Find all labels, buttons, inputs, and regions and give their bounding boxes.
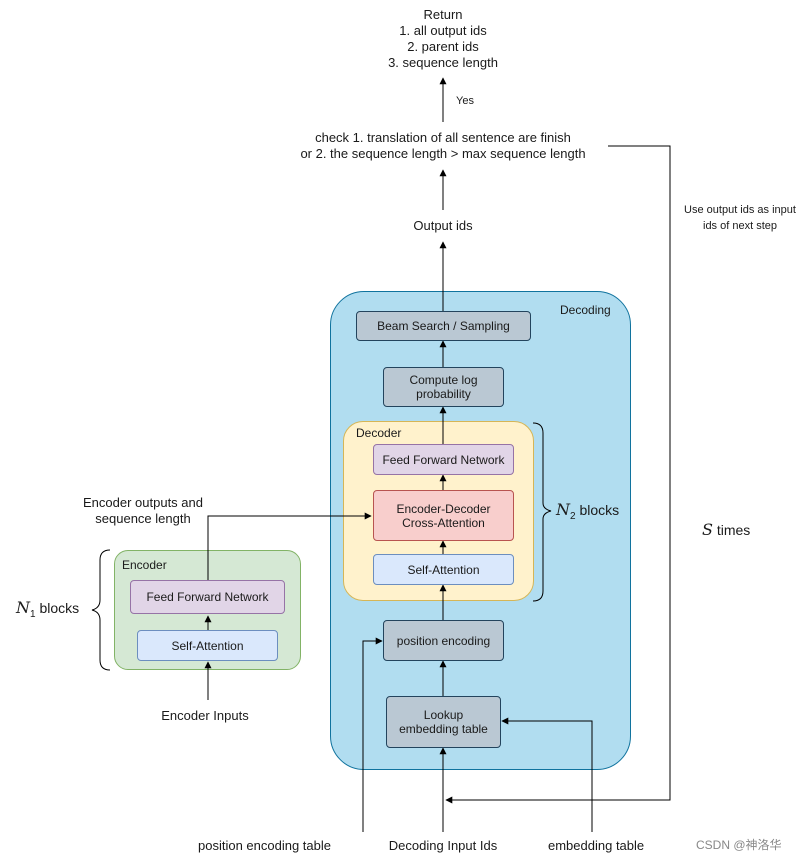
s-variable: S (702, 520, 713, 539)
embedding-table-label: embedding table (548, 838, 645, 853)
check-line-2: or 2. the sequence length > max sequence… (300, 146, 586, 161)
encoder-self-attention-box: Self-Attention (137, 630, 278, 661)
decoding-label: Decoding (560, 303, 611, 317)
decoding-input-ids-label: Decoding Input Ids (388, 838, 498, 853)
encoder-outputs-label: Encoder outputs and sequence length (83, 495, 203, 526)
position-encoding-box: position encoding (383, 620, 504, 661)
encoder-ffn-box: Feed Forward Network (130, 580, 285, 614)
cross-attention-box: Encoder-Decoder Cross-Attention (373, 490, 514, 541)
return-line-3: 3. sequence length (388, 55, 498, 70)
output-ids-label: Output ids (413, 218, 473, 233)
n1-subscript: 1 (30, 608, 36, 620)
n2-blocks-label: N2 blocks (556, 502, 619, 525)
return-line-1: 1. all output ids (399, 23, 487, 38)
decoder-label: Decoder (356, 426, 402, 440)
return-block: Return 1. all output ids 2. parent ids 3… (353, 7, 533, 71)
check-line-1: check 1. translation of all sentence are… (315, 130, 571, 145)
compute-log-probability-box: Compute log probability (383, 367, 504, 407)
loop-note: Use output ids as input ids of next step (684, 204, 796, 232)
s-times-label: S times (702, 520, 751, 539)
yes-label: Yes (456, 95, 474, 107)
watermark: CSDN @神洛华 (696, 838, 782, 852)
encoder-label: Encoder (122, 558, 167, 572)
encoder-inputs-label: Encoder Inputs (161, 708, 249, 723)
return-title: Return (423, 7, 463, 22)
decoder-self-attention-box: Self-Attention (373, 554, 514, 585)
n1-suffix: blocks (39, 600, 80, 616)
beam-search-box: Beam Search / Sampling (356, 311, 531, 341)
n1-blocks-label: N1 blocks (16, 600, 79, 623)
position-encoding-table-label: position encoding table (198, 838, 331, 853)
check-condition: check 1. translation of all sentence are… (263, 130, 623, 162)
n1-variable: N (16, 598, 30, 617)
return-line-2: 2. parent ids (407, 39, 479, 54)
lookup-embedding-table-box: Lookup embedding table (386, 696, 501, 748)
decoder-ffn-box: Feed Forward Network (373, 444, 514, 475)
n2-variable: N (556, 500, 570, 519)
n2-suffix: blocks (579, 502, 620, 518)
s-times-suffix: times (716, 522, 751, 538)
n2-subscript: 2 (570, 510, 576, 522)
